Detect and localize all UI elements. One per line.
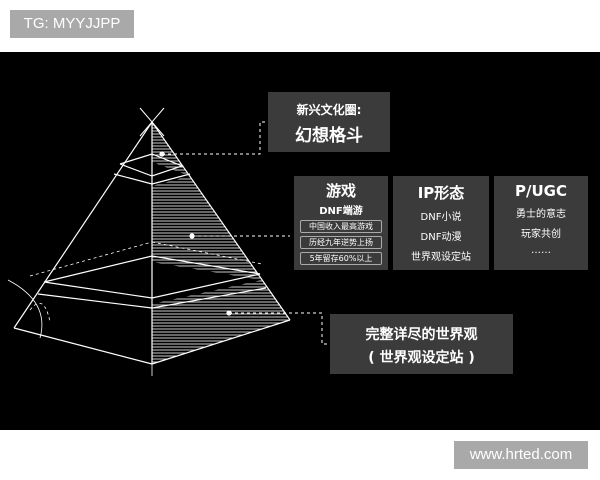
ip-box-item: 世界观设定站 (411, 252, 471, 263)
ip-box-item: DNF小说 (420, 212, 462, 223)
top-box-line1: 新兴文化圈: (296, 103, 362, 117)
world-box-line2: ( 世界观设定站 ) (368, 350, 475, 366)
watermark-bottom-right: www.hrted.com (454, 441, 588, 469)
ugc-box-item: 玩家共创 (521, 229, 561, 240)
fantasy-fighting-box: 新兴文化圈: 幻想格斗 (268, 92, 390, 152)
game-pill: 历经九年逆势上扬 (300, 236, 382, 249)
ugc-box-item: 勇士的意志 (516, 209, 566, 220)
ugc-box-title: P/UGC (515, 182, 567, 200)
top-box-line2: 幻想格斗 (295, 126, 363, 146)
ugc-box: P/UGC 勇士的意志 玩家共创 …… (494, 176, 588, 270)
apex-cross (139, 107, 165, 137)
construction-lines (29, 241, 263, 323)
game-box: 游戏 DNF端游 中国收入最高游戏 历经九年逆势上扬 5年留存60%以上 (294, 176, 388, 270)
base-arc (7, 279, 153, 376)
tier-gap-bottom (40, 262, 262, 304)
ugc-box-item: …… (531, 245, 551, 256)
ip-box-title: IP形态 (417, 184, 465, 202)
leader-lines (162, 121, 330, 345)
game-pill: 5年留存60%以上 (300, 252, 382, 265)
game-box-subtitle: DNF端游 (319, 206, 363, 217)
game-pill: 中国收入最高游戏 (300, 220, 382, 233)
world-box-line1: 完整详尽的世界观 (365, 327, 478, 343)
game-box-title: 游戏 (325, 182, 356, 200)
worldview-box: 完整详尽的世界观 ( 世界观设定站 ) (330, 314, 513, 374)
watermark-top-left: TG: MYYJJPP (10, 10, 134, 38)
pyramid-graphic (7, 107, 330, 376)
pyramid-diagram: 新兴文化圈: 幻想格斗 游戏 DNF端游 中国收入最高游戏 历经九年逆势上扬 5… (0, 52, 600, 430)
ip-box-item: DNF动漫 (420, 232, 462, 243)
pyramid-right-face (152, 122, 290, 364)
ip-form-box: IP形态 DNF小说 DNF动漫 世界观设定站 (393, 176, 489, 270)
pyramid-outline (13, 121, 291, 365)
